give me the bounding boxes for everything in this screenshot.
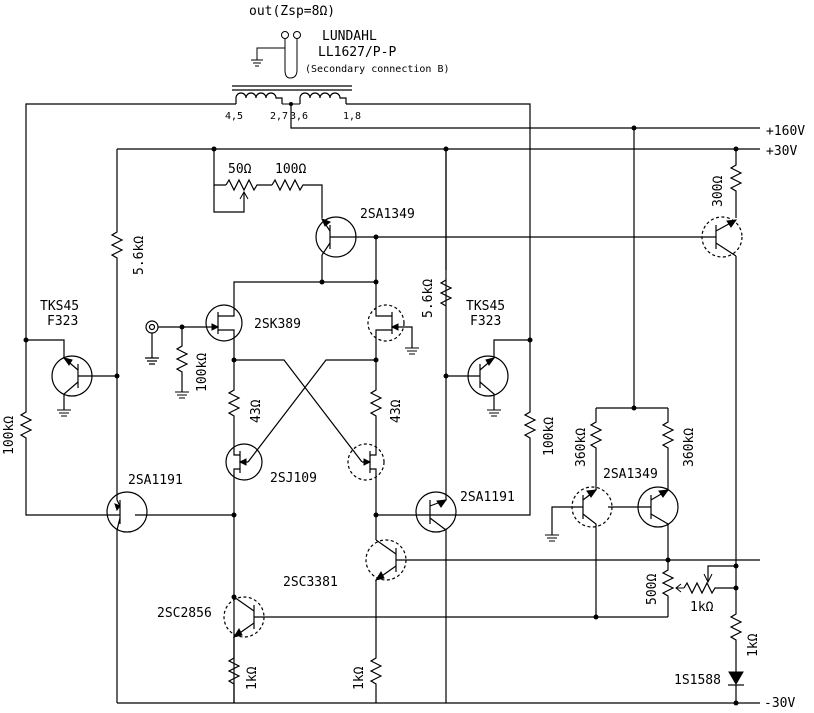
- q-2sc3381-label: 2SC3381: [283, 575, 338, 590]
- r-43-left-label: 43Ω: [249, 399, 264, 423]
- q-2sa1349-pair-right: [608, 486, 679, 560]
- pin-label-left: 4,5: [225, 111, 243, 122]
- tks45-left: [26, 339, 117, 417]
- r-500-label: 500Ω: [645, 574, 660, 605]
- r-360k-right-label: 360kΩ: [682, 428, 697, 467]
- transformer-note: (Secondary connection B): [305, 64, 450, 75]
- tks45-left-a: TKS45: [40, 299, 79, 314]
- q-2sa1191-left: [100, 491, 234, 533]
- q-2sa1191-left-label: 2SA1191: [128, 473, 183, 488]
- q-2sa1191-right: [376, 491, 457, 533]
- tks45-left-b: F323: [47, 314, 78, 329]
- transformer-name: LUNDAHL: [322, 29, 377, 44]
- pin-label-right: 1,8: [343, 111, 361, 122]
- r-50-label: 50Ω: [228, 162, 252, 177]
- q-2sa1349-top-label: 2SA1349: [360, 207, 415, 222]
- jfet-2sk389-right: [367, 304, 419, 360]
- output-label: out(Zsp=8Ω): [249, 4, 335, 19]
- q-2sa1349-pair-label: 2SA1349: [603, 467, 658, 482]
- rail-plus160: +160V: [766, 124, 805, 139]
- r-1k-pot-label: 1kΩ: [690, 600, 714, 615]
- diode-1s1588-label: 1S1588: [674, 673, 721, 688]
- tks45-right-a: TKS45: [466, 299, 505, 314]
- q-2sc2856: [223, 596, 668, 650]
- pin-label-center: 2,7: [270, 111, 288, 122]
- r-43-right-label: 43Ω: [389, 399, 404, 423]
- r-360k-left-label: 360kΩ: [574, 428, 589, 467]
- r-100-label: 100Ω: [275, 162, 306, 177]
- tks45-right: [446, 339, 530, 417]
- q-2sc2856-label: 2SC2856: [157, 606, 212, 621]
- r-5k6-right-label: 5.6kΩ: [421, 279, 436, 318]
- r-300-label: 300Ω: [711, 176, 726, 207]
- jfet-2sj109-label: 2SJ109: [270, 471, 317, 486]
- transformer-model: LL1627/P-P: [318, 45, 396, 60]
- r-100k-right-label: 100kΩ: [542, 417, 557, 456]
- r-1k-left-label: 1kΩ: [245, 666, 260, 690]
- jfet-2sk389-label: 2SK389: [254, 317, 301, 332]
- pin-label-center2: 3,6: [290, 111, 308, 122]
- q-2sc3381: [365, 539, 760, 650]
- rail-plus30: +30V: [766, 144, 797, 159]
- jfet-2sj109-left: [225, 443, 263, 703]
- q-2sa1191-right-label: 2SA1191: [460, 490, 515, 505]
- q-output-pnp: [700, 216, 743, 258]
- input-jack: [145, 320, 159, 365]
- r-1k-mid-label: 1kΩ: [352, 666, 367, 690]
- output-transformer: 4,5 2,7 3,6 1,8 out(Zsp=8Ω) LUNDAHL LL16…: [225, 4, 450, 122]
- jfet-2sj109-right: [347, 443, 385, 540]
- tks45-right-b: F323: [470, 314, 501, 329]
- jfet-2sk389-left: [205, 304, 243, 360]
- r-1k-right-label: 1kΩ: [746, 633, 761, 657]
- r-100k-left-label: 100kΩ: [2, 416, 17, 455]
- r-100k-in-label: 100kΩ: [195, 353, 210, 392]
- diode-1s1588: [728, 668, 744, 703]
- q-2sa1349-pair-left: [545, 486, 613, 617]
- r-5k6-left-label: 5.6kΩ: [132, 236, 147, 275]
- rail-minus30: -30V: [764, 696, 795, 711]
